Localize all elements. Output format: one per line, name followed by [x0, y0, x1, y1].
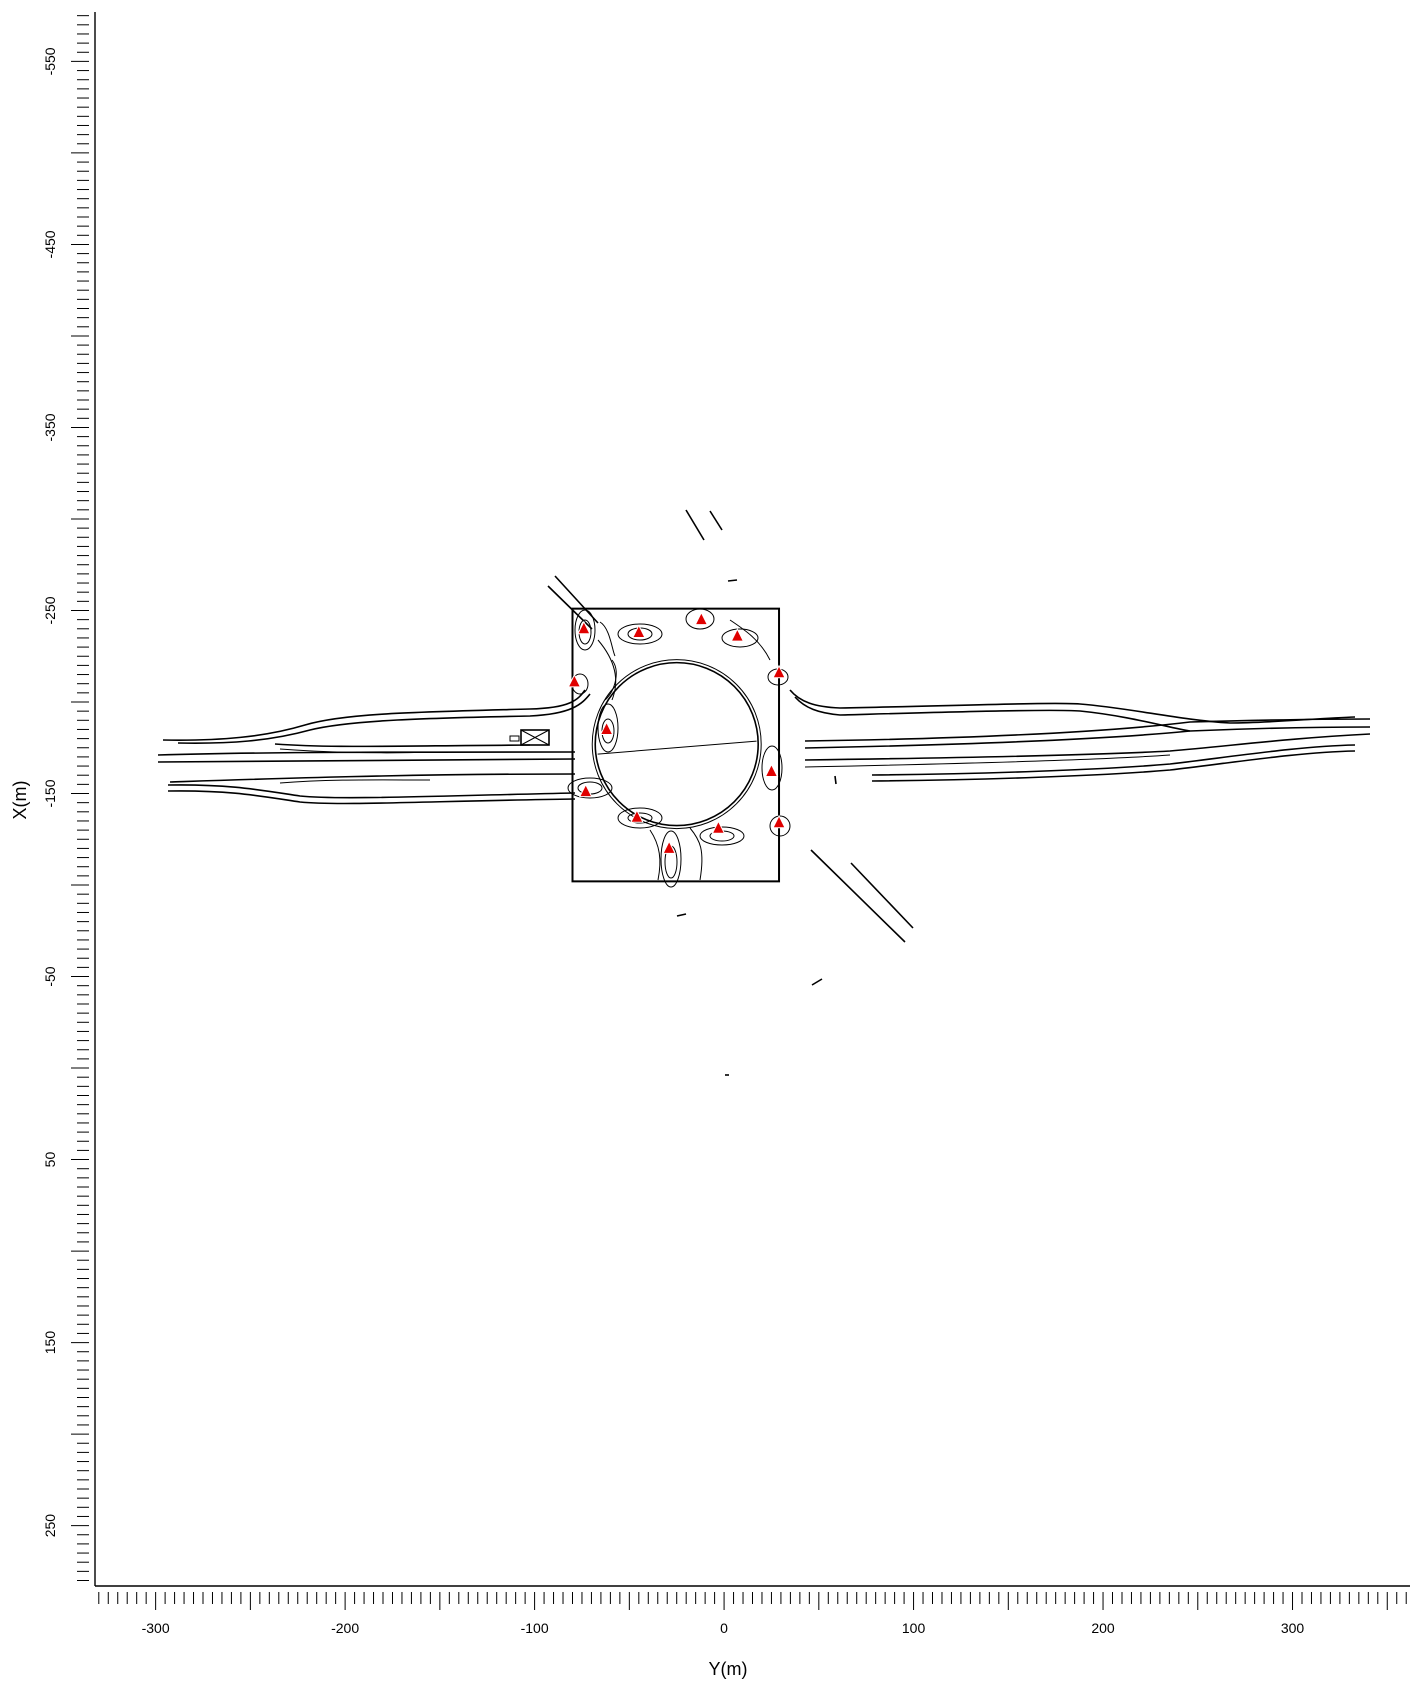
x-tick-label: 300	[1281, 1620, 1305, 1636]
x-tick-label: 0	[720, 1620, 728, 1636]
receptor-marker	[694, 611, 709, 626]
y-tick-label: 150	[42, 1331, 58, 1355]
y-tick-label: -450	[42, 230, 58, 258]
x-tick-labels: -300 -200 -100 0 100 200 300	[142, 1620, 1305, 1636]
x-axis-title: Y(m)	[709, 1659, 748, 1679]
y-tick-label: -150	[42, 779, 58, 807]
x-tick-label: -300	[142, 1620, 170, 1636]
receptor-marker	[772, 664, 786, 679]
y-tick-label: 250	[42, 1514, 58, 1538]
receptor-marker	[567, 673, 582, 688]
roundabout-chord	[597, 740, 757, 755]
receptor-marker	[630, 809, 644, 823]
receptor-marker	[662, 840, 676, 854]
y-tick-labels: -550 -450 -350 -250 -150 -50 50 150 250	[42, 47, 58, 1537]
x-minor-ticks	[98, 1592, 1407, 1610]
receptor-marker	[772, 814, 786, 829]
receptor-marker	[730, 627, 745, 642]
roundabout-outer-edge	[591, 659, 762, 830]
x-tick-label: -100	[521, 1620, 549, 1636]
x-tick-label: 100	[902, 1620, 926, 1636]
receptor-marker	[577, 620, 591, 635]
y-axis-title: X(m)	[10, 781, 30, 820]
receptor-markers	[567, 611, 786, 854]
x-tick-label: -200	[331, 1620, 359, 1636]
roundabout-central-island	[594, 661, 759, 827]
y-tick-label: -50	[42, 966, 58, 986]
concentration-contours	[567, 608, 791, 888]
x-tick-label: 200	[1091, 1620, 1115, 1636]
receptor-marker	[711, 820, 726, 834]
road-network	[157, 509, 1371, 1076]
y-minor-ticks	[71, 15, 89, 1582]
receptor-marker	[599, 721, 614, 735]
receptor-marker	[578, 783, 593, 798]
study-area-box	[571, 607, 781, 883]
receptor-marker	[632, 624, 646, 638]
y-tick-label: -550	[42, 47, 58, 75]
y-tick-label: 50	[42, 1152, 58, 1168]
receptor-marker	[764, 763, 779, 778]
y-tick-label: -350	[42, 413, 58, 441]
y-tick-label: -250	[42, 596, 58, 624]
